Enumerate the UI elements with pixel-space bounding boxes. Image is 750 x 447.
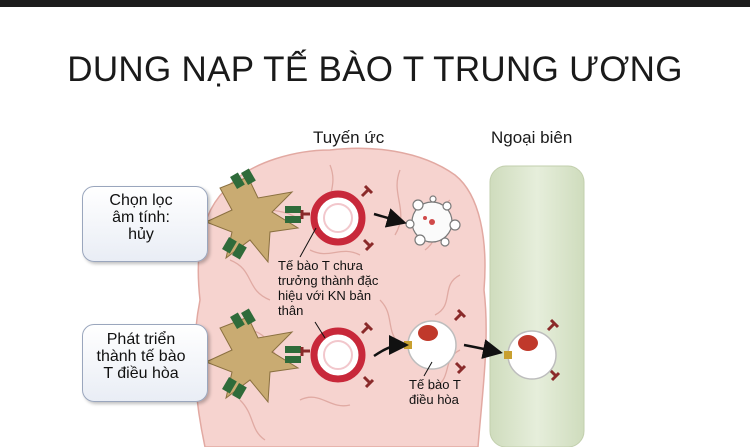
- mhc-molecules: [222, 168, 301, 400]
- t-cell-bottom: [310, 327, 366, 383]
- treg-annotation-line-2: điều hòa: [409, 392, 459, 407]
- treg-development-line-3: T điều hòa: [103, 365, 179, 382]
- treg-development-line-2: thành tế bào: [96, 348, 186, 365]
- immature-t-cell-annotation: Tế bào T chưa trưởng thành đặc hiệu với …: [278, 258, 378, 318]
- immature-t-cell-line-3: hiệu với KN bản: [278, 288, 372, 303]
- negative-selection-line-3: hủy: [128, 226, 154, 243]
- treg-cell-thymus: [404, 320, 457, 370]
- top-bar: [0, 0, 750, 7]
- immature-t-cell-line-4: thân: [278, 303, 304, 318]
- periphery-panel: [489, 165, 585, 447]
- annotation-pointers: [299, 227, 433, 377]
- thymus-label: Tuyến ức: [313, 128, 385, 147]
- immature-t-cell-line-2: trưởng thành đặc: [278, 273, 379, 288]
- t-cell-top: [310, 190, 366, 246]
- negative-selection-box: Chọn lọc âm tính: hủy: [82, 186, 208, 262]
- immature-t-cell-line-1: Tế bào T chưa: [278, 258, 363, 273]
- slide-title: DUNG NẠP TẾ BÀO T TRUNG ƯƠNG: [67, 50, 683, 89]
- treg-cell-periphery: [504, 330, 557, 380]
- dendritic-cell-bottom: [204, 316, 300, 404]
- treg-development-box: Phát triển thành tế bào T điều hòa: [82, 324, 208, 402]
- periphery-label: Ngoại biên: [491, 128, 573, 147]
- t-cell-receptors: [300, 184, 561, 389]
- negative-selection-line-1: Chọn lọc: [109, 192, 173, 209]
- apoptotic-cell: [405, 195, 461, 247]
- treg-annotation: Tế bào T điều hòa: [409, 377, 461, 407]
- treg-annotation-line-1: Tế bào T: [409, 377, 461, 392]
- treg-development-line-1: Phát triển: [106, 331, 176, 348]
- arrows: [373, 208, 503, 359]
- dendritic-cell-top: [204, 176, 300, 264]
- negative-selection-line-2: âm tính:: [112, 209, 170, 226]
